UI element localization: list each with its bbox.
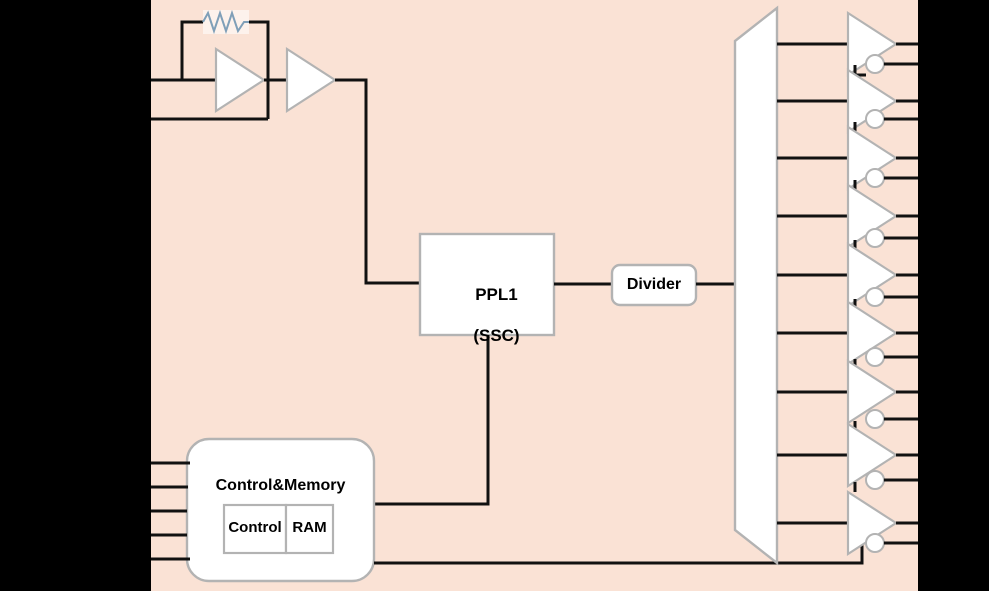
ram-label: RAM [292, 519, 327, 536]
output-buffer-9[interactable] [777, 490, 918, 556]
control-sub-block[interactable] [222, 503, 288, 555]
resistor-icon [202, 9, 249, 35]
pll-label-line2: (SSC) [473, 326, 520, 346]
oscillator-amplifier-2 [285, 47, 337, 113]
inverter-bubble-3 [865, 168, 885, 188]
inverter-bubble-5 [865, 287, 885, 307]
divider-label: Divider [626, 276, 682, 293]
inverter-bubble-6 [865, 347, 885, 367]
pll-divider-group [374, 232, 752, 506]
inverter-bubble-7 [865, 409, 885, 429]
output-buffer-6[interactable] [777, 300, 918, 369]
ram-sub-block[interactable] [284, 503, 335, 555]
control-memory-group [151, 437, 864, 583]
control-bus-bottom [374, 540, 864, 565]
inverter-bubble-8 [865, 470, 885, 490]
wire-control-to-pll [374, 335, 490, 506]
inverter-bubble-4 [865, 228, 885, 248]
output-buffer-4[interactable] [777, 183, 918, 250]
feedback-wire-left [180, 20, 204, 80]
oscillator-input-group [151, 9, 420, 285]
feedback-wire-right [248, 20, 270, 119]
wire-osc-to-pll [335, 78, 420, 285]
output-buffer-2[interactable] [777, 68, 918, 134]
control-memory-label: Control&Memory [215, 477, 346, 494]
output-buffer-7[interactable] [777, 359, 918, 431]
pll-label-line1: PPL1 [475, 284, 518, 304]
output-buffer-5[interactable] [777, 242, 918, 309]
control-label: Control [228, 519, 282, 536]
inverter-bubble-9 [865, 533, 885, 553]
inverter-bubble-2 [865, 109, 885, 129]
inverter-bubble-1 [865, 54, 885, 74]
output-buffer-8[interactable] [777, 422, 918, 492]
pll-label: PPL1 (SSC) [420, 264, 554, 368]
oscillator-amplifier-1 [214, 47, 266, 113]
output-buffer-3[interactable] [777, 125, 918, 191]
clock-distribution-block[interactable] [733, 5, 779, 566]
output-buffer-1[interactable] [777, 11, 918, 77]
output-buffer-bank [777, 11, 918, 556]
